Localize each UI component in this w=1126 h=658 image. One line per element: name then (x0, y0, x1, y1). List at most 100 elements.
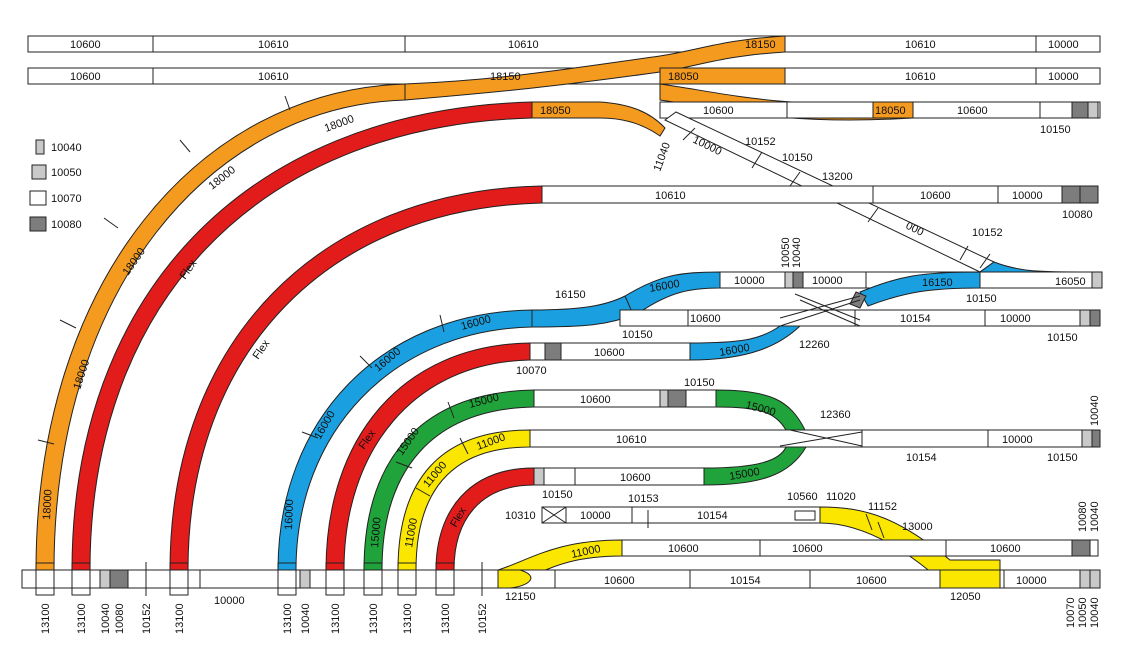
track-label: 18050 (668, 71, 699, 83)
red-small-arc: 10600 15000 10150 Flex (435, 446, 807, 571)
track-label: 10150 (782, 152, 813, 164)
legend-label: 10050 (51, 167, 82, 179)
track-label: 13100 (76, 603, 88, 634)
track-label: 10000 (580, 510, 611, 522)
row-1-tracks: 10600 10610 10610 10610 10000 (27, 35, 1101, 53)
track-label: 10000 (1048, 39, 1079, 51)
bottom-vertical-labels: 13100 13100 10040 10080 10152 13100 1310… (40, 597, 1101, 634)
track-label: 10152 (745, 136, 776, 148)
bottom-track: 10000 12150 10600 10154 10600 12050 1000… (21, 562, 1101, 607)
track-label: 10000 (1012, 190, 1043, 202)
track-label: 10610 (616, 434, 647, 446)
track-label: 13100 (440, 603, 452, 634)
legend-label: 10040 (51, 142, 82, 154)
track-label: 10600 (690, 313, 721, 325)
track-label: 10610 (258, 39, 289, 51)
track-label: 10153 (628, 493, 659, 505)
track-label: 10610 (905, 39, 936, 51)
track-label: 10050 (780, 237, 792, 268)
row-7-tracks: 10070 10600 16000 Flex (325, 325, 802, 571)
track-label: 10150 (1047, 452, 1078, 464)
track-label: 13000 (902, 521, 933, 533)
track-label: 10610 (655, 190, 686, 202)
legend: 10040 10050 10070 10080 (29, 139, 82, 232)
track-label: 13100 (282, 603, 294, 634)
track-label: 11020 (826, 491, 856, 503)
track-label: 10040 (300, 603, 312, 634)
row-5-tracks: 10050 10040 10000 10000 16150 16050 1015… (719, 237, 1103, 307)
track-label: 10070 (1065, 597, 1077, 628)
track-label: 10000 (1048, 71, 1079, 83)
track-label: 16000 (648, 278, 680, 295)
track-label: 11152 (868, 501, 897, 513)
legend-swatch-10050 (31, 164, 47, 180)
track-label: 10040 (1089, 501, 1101, 532)
yellow-arc: 11000 11000 11000 (397, 429, 531, 571)
track-label: 10080 (1062, 209, 1093, 221)
legend-label: 10070 (51, 193, 82, 205)
track-label: 10152 (141, 603, 153, 634)
track-label: 13100 (402, 603, 414, 634)
track-label: 12050 (950, 591, 981, 603)
track-label: 10000 (1016, 575, 1047, 587)
track-label: 10040 (791, 237, 803, 268)
legend-label: 10080 (51, 219, 82, 231)
track-label: 16150 (555, 289, 586, 301)
legend-swatch-10070 (29, 190, 47, 206)
track-label: 13100 (40, 603, 52, 634)
legend-swatch-10040 (35, 139, 45, 155)
track-label: 10152 (477, 603, 489, 634)
track-label: 10600 (856, 575, 887, 587)
track-label: 10610 (905, 71, 936, 83)
track-label: 10600 (792, 543, 823, 555)
track-label: 16000 (283, 499, 296, 530)
legend-swatch-10080 (29, 216, 47, 232)
track-label: 10154 (730, 575, 761, 587)
track-label: 13200 (822, 171, 853, 183)
track-label: 10600 (920, 190, 951, 202)
track-label: 10080 (114, 603, 126, 634)
track-label: 11000 (403, 517, 420, 548)
track-label: 10600 (580, 394, 611, 406)
track-label: 12150 (505, 591, 536, 603)
track-label: 10600 (668, 543, 699, 555)
track-label: 18000 (323, 113, 356, 135)
track-label: 13100 (174, 603, 186, 634)
track-label: 10154 (906, 452, 937, 464)
track-label: 18000 (41, 489, 55, 520)
track-label: 10040 (1089, 597, 1101, 628)
row-r2-tracks: 10310 10153 10000 10154 10560 11020 1115… (505, 491, 1101, 581)
track-label: 10600 (604, 575, 635, 587)
track-label: 10610 (508, 39, 539, 51)
track-label: 10600 (70, 71, 101, 83)
row-3-tracks: 18050 10600 18050 10600 10150 (531, 101, 1101, 137)
track-label: 10150 (1040, 124, 1071, 136)
row-g2-tracks: 10610 10000 10154 10150 10040 (529, 395, 1101, 464)
track-label: 16050 (1055, 276, 1086, 288)
track-label: 15000 (728, 466, 760, 483)
track-label: 10600 (620, 472, 651, 484)
track-label: 10600 (990, 543, 1021, 555)
track-label: 16150 (922, 277, 953, 289)
track-label: 10040 (100, 603, 112, 634)
track-label: 10610 (258, 71, 289, 83)
track-label: 10154 (900, 313, 931, 325)
track-label: 16000 (718, 342, 750, 359)
track-label: 10000 (1002, 434, 1033, 446)
track-label: 10080 (1077, 501, 1089, 532)
track-label: 13100 (368, 603, 380, 634)
track-label: 11040 (652, 141, 673, 173)
row-4-tracks: 10610 10600 10000 10080 (541, 185, 1099, 221)
track-label: 10000 (1000, 313, 1031, 325)
track-label: 10000 (734, 275, 765, 287)
track-label: 13100 (330, 603, 342, 634)
track-label: 10310 (505, 510, 536, 522)
track-label: 10600 (70, 39, 101, 51)
track-label: 12360 (820, 409, 851, 421)
track-label: 10070 (516, 365, 547, 377)
track-label: 18150 (745, 39, 776, 51)
track-label: 10600 (594, 347, 625, 359)
track-label: 10150 (684, 377, 715, 389)
track-label: 15000 (369, 517, 384, 549)
